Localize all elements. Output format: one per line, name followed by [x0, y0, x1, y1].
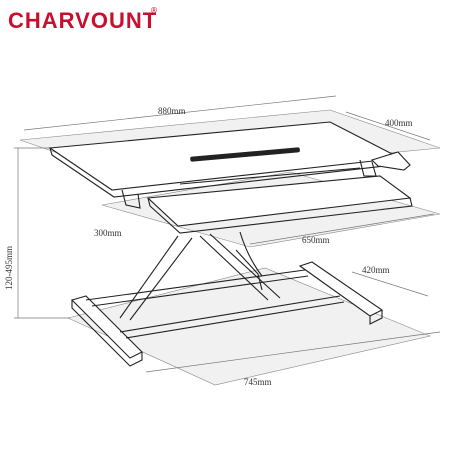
- keyboard-depth-label: 300mm: [94, 228, 122, 238]
- top-depth-label: 400mm: [385, 118, 413, 128]
- base-crossbar: [85, 269, 309, 307]
- top-depth-dim-line: [345, 111, 431, 141]
- base-width-dim-line: [145, 331, 441, 373]
- desk-slot: [190, 147, 300, 162]
- keyboard-width-dim-line: [249, 213, 435, 245]
- lift-arm-2: [199, 233, 281, 301]
- brand-logo: CHARVOUNT: [8, 8, 158, 33]
- base-width-label: 745mm: [244, 377, 272, 387]
- base-depth-label: 420mm: [362, 265, 390, 275]
- keyboard-width-label: 650mm: [302, 235, 330, 245]
- registered-mark: ®: [150, 6, 158, 15]
- top-width-label: 880mm: [158, 106, 186, 116]
- base-depth-dim-line: [351, 271, 429, 297]
- base-shadow-plane: [67, 267, 431, 386]
- height-range-label: 120-495mm: [4, 246, 14, 290]
- lift-arm-1: [119, 235, 193, 321]
- lift-handle: [370, 151, 411, 171]
- top-width-dim-line: [23, 95, 337, 131]
